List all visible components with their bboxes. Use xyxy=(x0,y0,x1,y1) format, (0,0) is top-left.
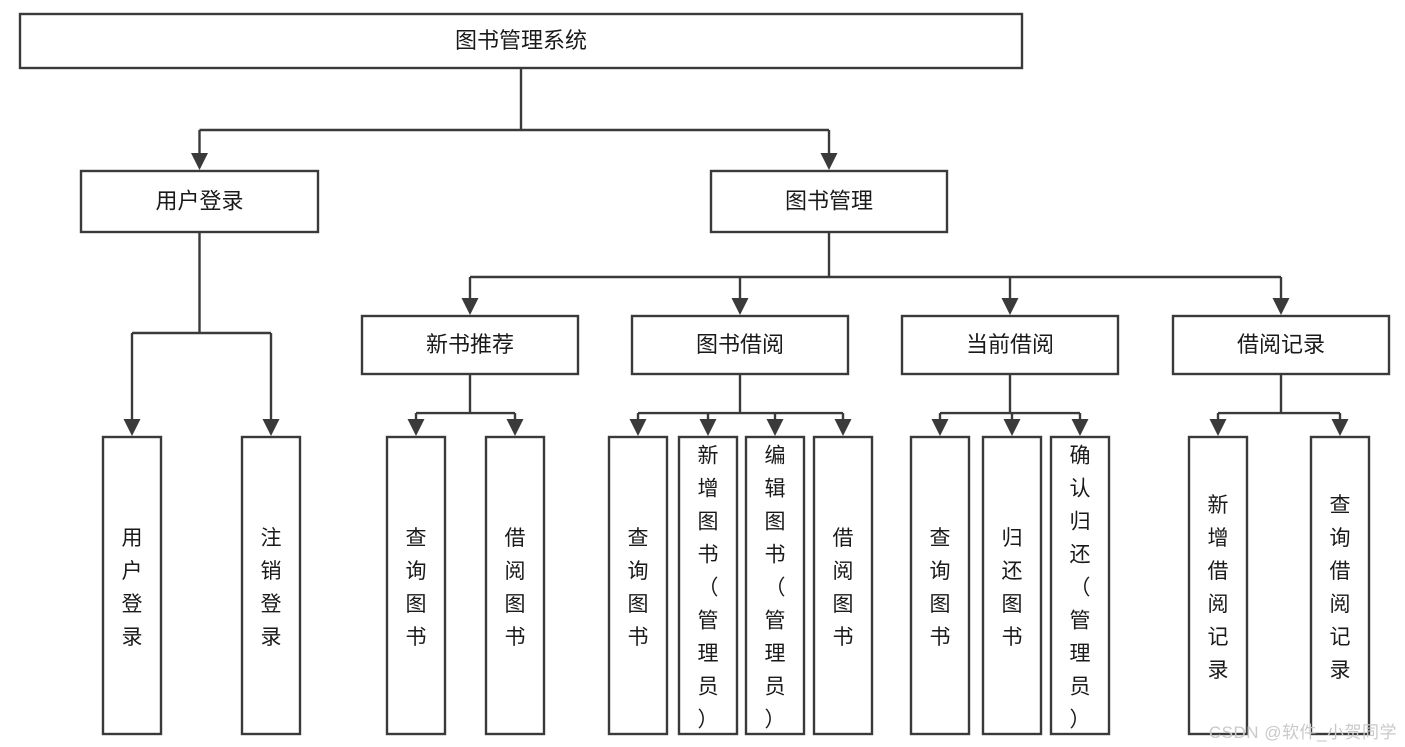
node-leaf-return-book[interactable]: 归还图书 xyxy=(981,435,1043,736)
node-leaf-query-book-1[interactable]: 查询图书 xyxy=(385,435,447,736)
node-label-leaf-query-book-2: 查询图书 xyxy=(628,527,649,649)
edges-layer xyxy=(123,68,1349,436)
node-root[interactable]: 图书管理系统 xyxy=(18,12,1024,70)
node-leaf-borrow-book-2[interactable]: 借阅图书 xyxy=(812,435,874,736)
node-box-leaf-return-book[interactable] xyxy=(981,435,1043,736)
node-leaf-edit-book[interactable]: 编辑图书（管理员） xyxy=(744,435,806,736)
node-label-leaf-add-book: 新增图书（管理员） xyxy=(698,445,719,732)
node-box-leaf-borrow-book-1[interactable] xyxy=(484,435,546,736)
node-leaf-add-record[interactable]: 新增借阅记录 xyxy=(1187,435,1249,736)
node-box-leaf-confirm-return[interactable] xyxy=(1049,435,1111,736)
node-box-leaf-edit-book[interactable] xyxy=(744,435,806,736)
node-box-leaf-query-book-1[interactable] xyxy=(385,435,447,736)
node-borrow-record[interactable]: 借阅记录 xyxy=(1171,314,1391,376)
node-box-borrow-record[interactable] xyxy=(1171,314,1391,376)
node-label-leaf-return-book: 归还图书 xyxy=(1002,527,1023,649)
node-label-leaf-confirm-return: 确认归还（管理员） xyxy=(1070,445,1091,732)
node-box-leaf-user-login[interactable] xyxy=(101,435,163,736)
node-leaf-query-record[interactable]: 查询借阅记录 xyxy=(1309,435,1371,736)
node-box-leaf-query-book-3[interactable] xyxy=(909,435,971,736)
node-leaf-add-book[interactable]: 新增图书（管理员） xyxy=(677,435,739,736)
node-label-leaf-add-record: 新增借阅记录 xyxy=(1208,494,1229,682)
node-label-leaf-query-book-3: 查询图书 xyxy=(930,527,951,649)
node-book-manage[interactable]: 图书管理 xyxy=(709,169,949,234)
node-label-leaf-borrow-book-1: 借阅图书 xyxy=(505,527,526,649)
node-box-user-login[interactable] xyxy=(79,169,320,234)
node-box-leaf-logout[interactable] xyxy=(240,435,302,736)
node-box-new-book-rec[interactable] xyxy=(360,314,580,376)
node-label-leaf-user-login: 用户登录 xyxy=(122,527,143,649)
node-leaf-query-book-2[interactable]: 查询图书 xyxy=(607,435,669,736)
node-box-leaf-query-book-2[interactable] xyxy=(607,435,669,736)
node-leaf-confirm-return[interactable]: 确认归还（管理员） xyxy=(1049,435,1111,736)
node-label-borrow-record: 借阅记录 xyxy=(1237,332,1325,357)
node-label-leaf-query-record: 查询借阅记录 xyxy=(1330,494,1351,682)
node-book-borrow[interactable]: 图书借阅 xyxy=(630,314,850,376)
node-leaf-user-login[interactable]: 用户登录 xyxy=(101,435,163,736)
node-label-user-login: 用户登录 xyxy=(155,188,243,213)
csdn-watermark: CSDN @软件_小贺同学 xyxy=(1208,723,1397,742)
node-box-current-borrow[interactable] xyxy=(900,314,1120,376)
node-label-leaf-query-book-1: 查询图书 xyxy=(406,527,427,649)
node-box-leaf-add-record[interactable] xyxy=(1187,435,1249,736)
node-label-leaf-borrow-book-2: 借阅图书 xyxy=(833,527,854,649)
node-box-leaf-query-record[interactable] xyxy=(1309,435,1371,736)
node-label-book-manage: 图书管理 xyxy=(785,188,873,213)
node-new-book-rec[interactable]: 新书推荐 xyxy=(360,314,580,376)
node-box-root[interactable] xyxy=(18,12,1024,70)
nodes-layer: 图书管理系统用户登录图书管理新书推荐图书借阅当前借阅借阅记录用户登录注销登录查询… xyxy=(18,12,1391,736)
node-leaf-query-book-3[interactable]: 查询图书 xyxy=(909,435,971,736)
node-current-borrow[interactable]: 当前借阅 xyxy=(900,314,1120,376)
node-box-book-manage[interactable] xyxy=(709,169,949,234)
node-label-leaf-edit-book: 编辑图书（管理员） xyxy=(765,445,786,732)
node-box-book-borrow[interactable] xyxy=(630,314,850,376)
node-label-current-borrow: 当前借阅 xyxy=(966,332,1054,357)
node-box-leaf-borrow-book-2[interactable] xyxy=(812,435,874,736)
node-label-root: 图书管理系统 xyxy=(455,28,587,53)
node-box-leaf-add-book[interactable] xyxy=(677,435,739,736)
node-label-leaf-logout: 注销登录 xyxy=(261,527,282,649)
node-label-book-borrow: 图书借阅 xyxy=(696,332,784,357)
node-label-new-book-rec: 新书推荐 xyxy=(426,332,514,357)
node-leaf-logout[interactable]: 注销登录 xyxy=(240,435,302,736)
node-leaf-borrow-book-1[interactable]: 借阅图书 xyxy=(484,435,546,736)
node-user-login[interactable]: 用户登录 xyxy=(79,169,320,234)
